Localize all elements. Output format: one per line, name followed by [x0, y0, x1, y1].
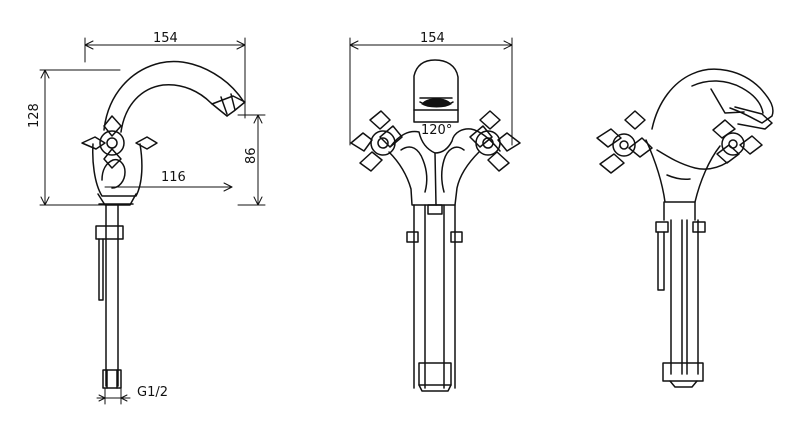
- left-body: [92, 143, 143, 197]
- left-spout-height-dimension: [237, 114, 266, 206]
- front-body-lower: [388, 151, 480, 206]
- left-height-dimension: [39, 69, 121, 206]
- left-side-view: [39, 37, 266, 405]
- left-reach-label: 116: [161, 170, 186, 185]
- left-spout-top: [103, 60, 245, 131]
- left-thread-label: G1/2: [137, 385, 168, 400]
- front-width-label: 154: [420, 31, 445, 46]
- left-spout-bottom: [120, 83, 228, 133]
- right-supply-pipes: [670, 219, 699, 375]
- front-angle-label: 120°: [421, 123, 453, 138]
- front-spout: [413, 59, 459, 123]
- front-body-upper: [390, 128, 501, 154]
- left-height-label: 128: [27, 103, 42, 128]
- right-spout-top: [651, 68, 774, 130]
- right-perspective-view: [596, 68, 774, 388]
- left-supply-pipe: [105, 204, 119, 387]
- front-view: [349, 37, 521, 392]
- right-body: [645, 139, 721, 203]
- left-width-label: 154: [153, 31, 178, 46]
- front-supply-pipes: [413, 204, 456, 389]
- left-spout-height-label: 86: [244, 147, 259, 164]
- left-width-extension-lines: [84, 37, 246, 119]
